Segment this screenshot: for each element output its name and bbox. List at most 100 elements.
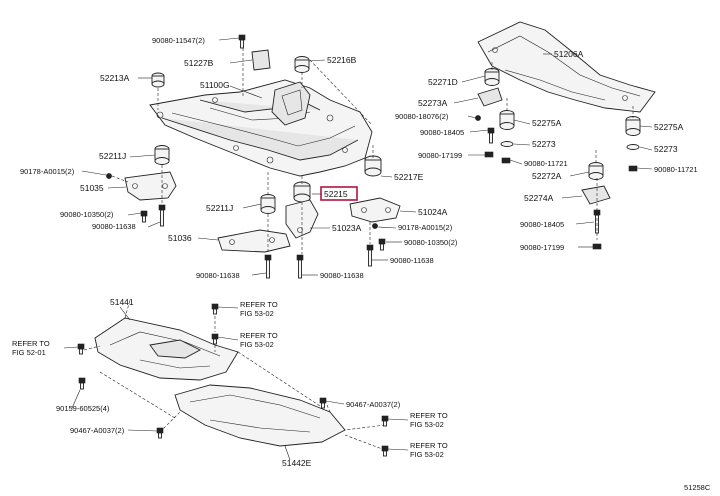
bolt-90080-10350-right[interactable] xyxy=(378,238,386,251)
label-52272a[interactable]: 52272A xyxy=(532,171,562,181)
label-90080-10350-left[interactable]: 90080-10350(2) xyxy=(60,210,114,219)
label-90080-11638-right[interactable]: 90080-11638 xyxy=(390,256,434,265)
bushing-52213a[interactable] xyxy=(151,72,165,88)
bolt-90178-a0015-right[interactable] xyxy=(372,223,378,229)
label-90080-10350-right[interactable]: 90080-10350(2) xyxy=(404,238,458,247)
label-51036[interactable]: 51036 xyxy=(168,233,192,243)
bushing-52211j-mid[interactable] xyxy=(260,194,276,214)
label-52273-right[interactable]: 52273 xyxy=(654,144,678,154)
bolt-90080-11547[interactable] xyxy=(238,34,246,49)
label-51024a[interactable]: 51024A xyxy=(418,207,448,217)
bushing-52216b[interactable] xyxy=(294,56,310,73)
retainer-52273-right[interactable] xyxy=(626,144,640,150)
label-51206a[interactable]: 51206A xyxy=(554,49,584,59)
bolt-90080-11638-left[interactable] xyxy=(158,204,166,227)
refer-label-3b[interactable]: FIG 52-01 xyxy=(12,348,46,357)
label-52215[interactable]: 52215 xyxy=(324,189,348,199)
clip-refer-53-02-a[interactable] xyxy=(211,303,219,315)
bolt-90080-11638-bottom-2[interactable] xyxy=(296,254,304,279)
nut-90080-17199-left[interactable] xyxy=(484,151,494,158)
refer-label-4a[interactable]: REFER TO xyxy=(410,411,448,420)
bolt-90159-60525[interactable] xyxy=(78,377,86,390)
label-51100g[interactable]: 51100G xyxy=(200,80,230,90)
label-90178-a0015-right[interactable]: 90178-A0015(2) xyxy=(398,223,453,232)
refer-label-2a[interactable]: REFER TO xyxy=(240,331,278,340)
label-90080-17199-left[interactable]: 90080-17199 xyxy=(418,151,462,160)
label-90080-11638-left[interactable]: 90080-11638 xyxy=(92,222,136,231)
brace-51024a[interactable] xyxy=(349,197,401,223)
label-90178-a0015-left[interactable]: 90178-A0015(2) xyxy=(20,167,75,176)
bushing-52271d[interactable] xyxy=(484,68,500,86)
retainer-52273a[interactable] xyxy=(477,87,503,107)
nut-90080-11721-left[interactable] xyxy=(501,157,511,164)
under-cover-51441[interactable] xyxy=(94,317,239,381)
label-90080-11721-left[interactable]: 90080-11721 xyxy=(524,159,568,168)
label-51442e[interactable]: 51442E xyxy=(282,458,312,468)
refer-label-3a[interactable]: REFER TO xyxy=(12,339,50,348)
label-52216b[interactable]: 52216B xyxy=(327,55,357,65)
label-90080-17199-right[interactable]: 90080-17199 xyxy=(520,243,564,252)
bolt-90080-10350-left[interactable] xyxy=(140,210,148,223)
label-90467-a0037-right[interactable]: 90467-A0037(2) xyxy=(346,400,401,409)
bolt-90467-a0037-left[interactable] xyxy=(156,427,164,439)
bolt-90178-a0015-left[interactable] xyxy=(106,173,112,179)
label-52217e[interactable]: 52217E xyxy=(394,172,424,182)
label-90080-18405-left[interactable]: 90080-18405 xyxy=(420,128,464,137)
clip-refer-53-02-b[interactable] xyxy=(211,333,219,345)
label-51035[interactable]: 51035 xyxy=(80,183,104,193)
label-90080-11547[interactable]: 90080-11547(2) xyxy=(152,36,205,45)
bolt-90080-18405-left[interactable] xyxy=(487,127,495,144)
label-90080-11638-bottom-1[interactable]: 90080-11638 xyxy=(196,271,240,280)
clip-refer-53-02-d[interactable] xyxy=(381,445,389,457)
label-52271d[interactable]: 52271D xyxy=(428,77,458,87)
label-51227b[interactable]: 51227B xyxy=(184,58,214,68)
brace-51035[interactable] xyxy=(124,171,177,201)
label-90080-11638-bottom-2[interactable]: 90080-11638 xyxy=(320,271,364,280)
bolt-90467-a0037-right[interactable] xyxy=(319,397,327,409)
label-90080-18405-right[interactable]: 90080-18405 xyxy=(520,220,564,229)
label-90080-18076[interactable]: 90080-18076(2) xyxy=(395,112,449,121)
label-52273-left[interactable]: 52273 xyxy=(532,139,556,149)
label-90080-11721-right[interactable]: 90080-11721 xyxy=(654,165,698,174)
bushing-52275a-left[interactable] xyxy=(499,110,515,130)
bolt-90080-18076[interactable] xyxy=(475,115,481,121)
bolt-90080-11638-right[interactable] xyxy=(366,244,374,267)
leader-lines xyxy=(63,37,653,461)
label-52273a[interactable]: 52273A xyxy=(418,98,448,108)
stopper-52274a[interactable] xyxy=(581,185,611,205)
bushing-52211j-top[interactable] xyxy=(154,145,170,165)
refer-label-1b[interactable]: FIG 53-02 xyxy=(240,309,274,318)
label-90159-60525[interactable]: 90159-60525(4) xyxy=(56,404,110,413)
refer-label-4b[interactable]: FIG 53-02 xyxy=(410,420,444,429)
label-51441[interactable]: 51441 xyxy=(110,297,134,307)
clip-refer-52-01[interactable] xyxy=(77,343,85,355)
nut-90080-17199-right[interactable] xyxy=(592,243,602,250)
bushing-52217e[interactable] xyxy=(364,155,382,177)
refer-label-1a[interactable]: REFER TO xyxy=(240,300,278,309)
label-52275a-right[interactable]: 52275A xyxy=(654,122,684,132)
nut-90080-11721-right[interactable] xyxy=(628,165,638,172)
rear-member-51206a[interactable] xyxy=(477,21,656,113)
label-52275a-left[interactable]: 52275A xyxy=(532,118,562,128)
label-51023a[interactable]: 51023A xyxy=(332,223,362,233)
refer-label-5a[interactable]: REFER TO xyxy=(410,441,448,450)
under-cover-51442e[interactable] xyxy=(174,384,346,447)
refer-label-2b[interactable]: FIG 53-02 xyxy=(240,340,274,349)
label-52274a[interactable]: 52274A xyxy=(524,193,554,203)
refer-label-5b[interactable]: FIG 53-02 xyxy=(410,450,444,459)
retainer-52273-left[interactable] xyxy=(500,141,514,147)
clip-refer-53-02-c[interactable] xyxy=(381,415,389,427)
bracket-51227b[interactable] xyxy=(251,49,271,71)
stopper-52215[interactable] xyxy=(293,181,311,203)
label-52213a[interactable]: 52213A xyxy=(100,73,130,83)
diagram-id: 51258C xyxy=(684,483,711,492)
brace-51036[interactable] xyxy=(217,229,291,253)
label-52211j-mid[interactable]: 52211J xyxy=(206,203,233,213)
label-52211j-top[interactable]: 52211J xyxy=(99,151,126,161)
bushing-52272a[interactable] xyxy=(588,162,604,180)
bolt-90080-11638-bottom-1[interactable] xyxy=(264,254,272,279)
bushing-52275a-right[interactable] xyxy=(625,116,641,136)
label-90467-a0037-left[interactable]: 90467-A0037(2) xyxy=(70,426,125,435)
suspension-member-51100g[interactable] xyxy=(149,79,373,177)
